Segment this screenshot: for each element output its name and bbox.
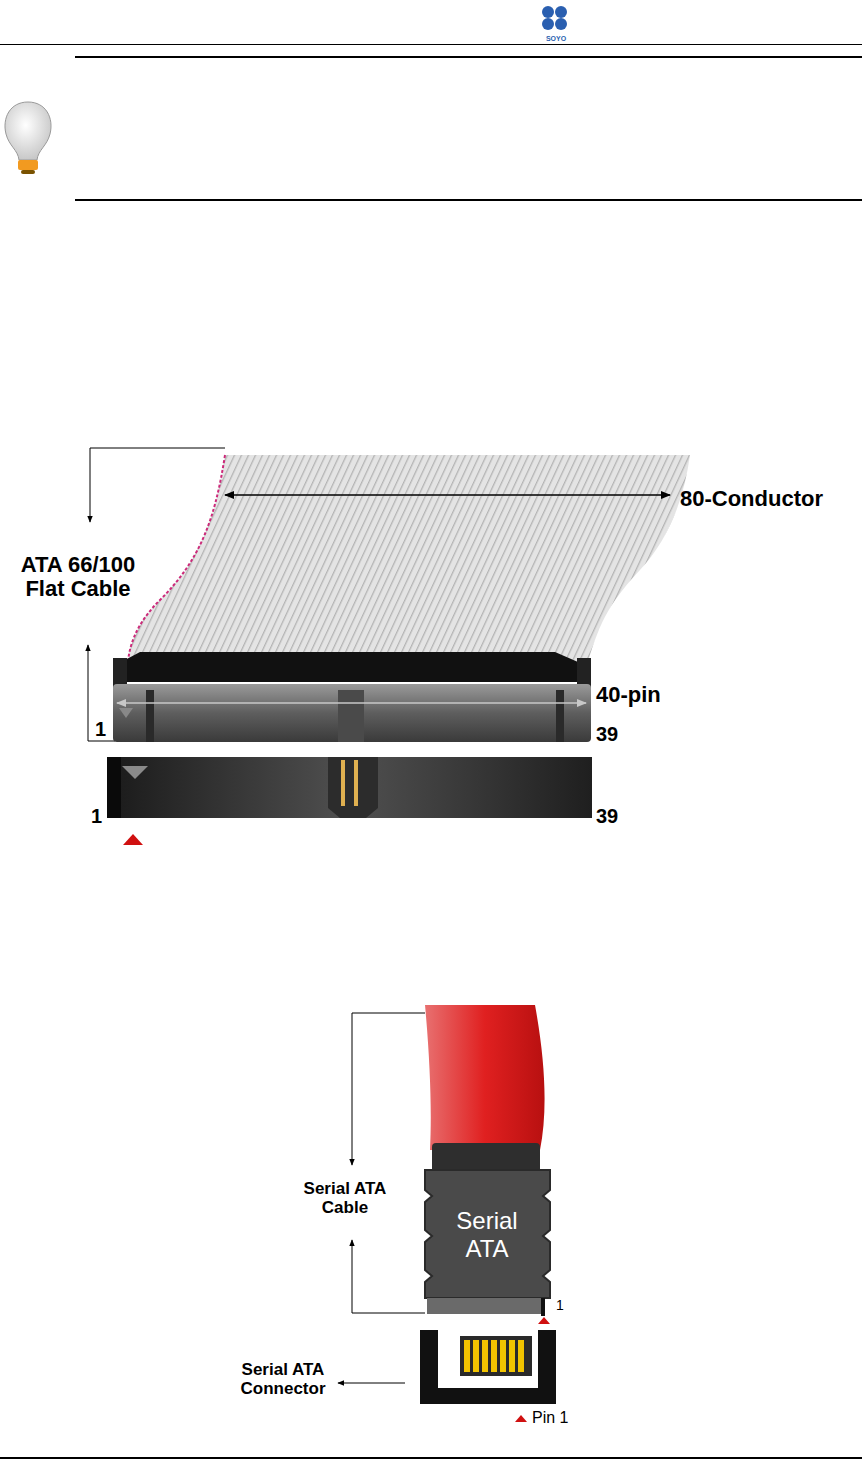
pin-number: 39 (596, 723, 636, 745)
connector-label: Serial ATA Connector (228, 1361, 338, 1398)
cable-label: Serial ATA Cable (290, 1180, 400, 1217)
pin-number: 1 (91, 805, 111, 827)
logo-text: SOYO (538, 35, 574, 43)
pin-count-label: 40-pin (596, 683, 686, 707)
cable-label: ATA 66/100 Flat Cable (3, 553, 153, 601)
pin-number: 1 (556, 1298, 576, 1313)
pin-label: Pin 1 (532, 1409, 602, 1427)
conductor-label: 80-Conductor (680, 487, 860, 511)
node-text: Serial ATA (437, 1207, 537, 1262)
pin-number: 1 (95, 718, 115, 740)
connector-body: Serial ATA (437, 1195, 537, 1275)
pin-number: 39 (596, 805, 636, 827)
